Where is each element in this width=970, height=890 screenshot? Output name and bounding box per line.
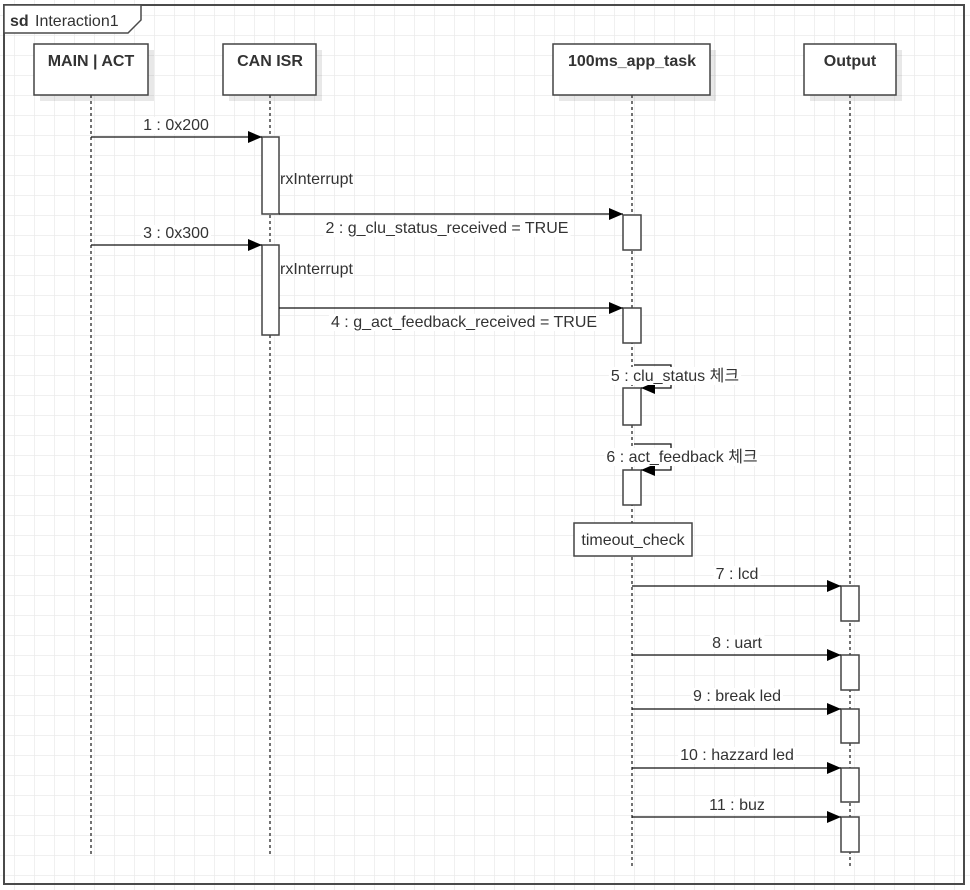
activation-100ms-4 [622,469,642,506]
message-label-background [323,220,571,237]
timeout-check-rect [573,522,693,557]
participant-name: 100ms_app_task [568,53,696,70]
message-label: 4 : g_act_feedback_received = TRUE [331,314,597,331]
message-label-background [707,797,767,814]
message-label: 9 : break led [693,688,781,705]
message-label-background [608,367,742,385]
participant-100ms-app-task: 100ms_app_task [552,43,716,101]
message-1: 1 : 0x200 [91,117,262,143]
message-2: 2 : g_clu_status_received = TRUE [279,208,623,237]
message-label-background [141,225,212,242]
participant-box [552,43,711,96]
message-3: 3 : 0x300 [91,225,262,251]
participant-output: Output [803,43,902,101]
activation-output-4 [840,767,860,803]
message-label: 8 : uart [712,635,762,652]
message-label-background [713,566,761,583]
timeout-check-label: timeout_check [581,532,685,549]
message-label: 3 : 0x300 [143,225,209,242]
activation-output-5 [840,816,860,853]
activation-output-1 [840,585,860,622]
participant-name: Output [824,53,877,70]
message-label: 10 : hazzard led [680,747,794,764]
message-label-background [604,448,760,466]
participant-box [222,43,317,96]
frame-tab: sd Interaction1 [3,4,142,34]
message-4: 4 : g_act_feedback_received = TRUE [279,302,623,331]
message-label: 1 : 0x200 [143,117,209,134]
message-label-background [690,688,784,705]
message-6-self-call: 6 : act_feedback 체크 [604,443,760,476]
participant-main-act: MAIN | ACT [33,43,154,101]
message-label: 6 : act_feedback 체크 [606,448,757,466]
frame-keyword: sd [10,13,29,30]
frame-tab-shape [3,4,142,34]
participant-name: MAIN | ACT [48,53,135,70]
activation-note-rxinterrupt-1: rxInterrupt [280,171,353,188]
participant-name: CAN ISR [237,53,303,70]
message-label: 5 : clu_status 체크 [611,367,739,385]
frame-name: Interaction1 [35,13,119,30]
message-label-background [678,747,796,764]
activation-100ms-3 [622,387,642,426]
activation-note-rxinterrupt-2: rxInterrupt [280,261,353,278]
activation-output-2 [840,654,860,691]
activation-output-3 [840,708,860,744]
message-9: 9 : break led [632,688,841,715]
activation-can-isr-1 [261,136,280,215]
message-label: 2 : g_clu_status_received = TRUE [326,220,569,237]
activation-can-isr-2 [261,244,280,336]
message-label-background [328,314,600,331]
message-5-self-call: 5 : clu_status 체크 [608,364,742,394]
message-8: 8 : uart [632,635,841,661]
message-label-background [710,635,765,652]
participant-box [33,43,149,96]
activation-100ms-2 [622,307,642,344]
message-7: 7 : lcd [632,566,841,592]
activation-100ms-1 [622,214,642,251]
interaction-frame [3,4,965,885]
participant-box [803,43,897,96]
message-11: 11 : buz [632,797,841,823]
participant-can-isr: CAN ISR [222,43,322,101]
timeout-check-box: timeout_check [573,522,693,557]
message-label: 7 : lcd [716,566,759,583]
message-10: 10 : hazzard led [632,747,841,774]
message-label: 11 : buz [709,797,765,814]
message-label-background [141,117,212,134]
